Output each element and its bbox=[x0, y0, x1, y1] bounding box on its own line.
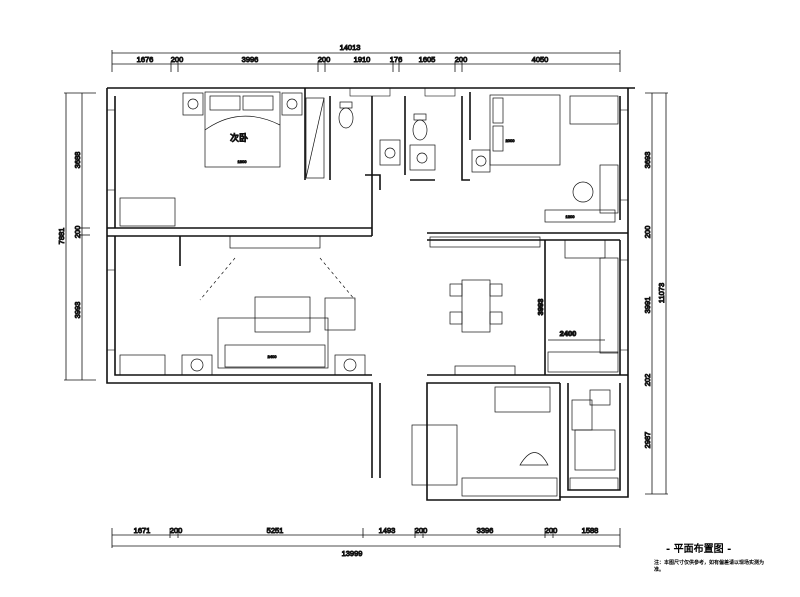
dim-right: 3991 bbox=[643, 297, 652, 314]
windows bbox=[106, 87, 629, 351]
dim-sofa: 2400 bbox=[268, 354, 278, 359]
dim-kitchen-width: 2400 bbox=[560, 329, 577, 338]
room-label-second-bedroom: 次卧 bbox=[230, 132, 248, 144]
right-dimension-lines bbox=[645, 92, 668, 495]
study-furniture bbox=[411, 386, 619, 497]
dim-right-total: 11073 bbox=[657, 283, 666, 303]
dim-top: 200 bbox=[455, 55, 468, 64]
dining-furniture bbox=[429, 236, 541, 376]
dim-bottom: 200 bbox=[415, 526, 428, 535]
cabinet bbox=[119, 197, 176, 227]
dim-bottom: 1588 bbox=[582, 526, 599, 535]
left-dimension-lines bbox=[64, 92, 96, 381]
double-bed bbox=[489, 94, 561, 166]
desk bbox=[599, 164, 619, 214]
dim-bottom: 1493 bbox=[379, 526, 396, 535]
bookshelf bbox=[411, 424, 458, 486]
bathroom-fixtures bbox=[338, 101, 436, 171]
master-bedroom-furniture bbox=[471, 94, 619, 223]
dim-right: 2987 bbox=[643, 432, 652, 449]
desk bbox=[461, 477, 558, 497]
cabinet bbox=[119, 354, 166, 376]
drawing-title: - 平面布置图 - bbox=[666, 544, 732, 555]
walls bbox=[106, 87, 635, 501]
second-bedroom-furniture bbox=[182, 91, 325, 179]
nightstand bbox=[182, 92, 204, 116]
dim-bed-length: 2000 bbox=[506, 138, 516, 143]
wardrobe bbox=[305, 97, 325, 179]
bottom-dimension-lines bbox=[111, 528, 621, 548]
tv-cabinet bbox=[229, 235, 321, 249]
desk bbox=[574, 429, 616, 471]
wardrobe bbox=[569, 95, 619, 125]
drawing-note: 注：本图尺寸仅供参考，如有偏差请以现场实测为准。 bbox=[654, 560, 765, 573]
sofa-bed bbox=[494, 386, 551, 413]
chair bbox=[519, 452, 549, 466]
side-table bbox=[181, 354, 213, 376]
sink bbox=[379, 139, 401, 166]
nightstand bbox=[471, 149, 491, 173]
dim-right: 202 bbox=[643, 374, 652, 387]
nightstand bbox=[281, 92, 303, 116]
dim-bottom: 200 bbox=[545, 526, 558, 535]
sideboard bbox=[454, 365, 516, 376]
sink bbox=[409, 144, 436, 171]
cabinet bbox=[544, 209, 616, 223]
dim-top: 1676 bbox=[137, 55, 154, 64]
dining-table bbox=[461, 279, 491, 333]
dim-top: 3996 bbox=[242, 55, 259, 64]
double-bed bbox=[204, 91, 281, 168]
dim-top: 4050 bbox=[532, 55, 549, 64]
dim-bottom: 200 bbox=[170, 526, 183, 535]
dim-dining-height: 3993 bbox=[536, 299, 545, 316]
armchair bbox=[324, 297, 356, 331]
dim-top: 200 bbox=[171, 55, 184, 64]
toilet bbox=[338, 107, 354, 129]
counter bbox=[429, 236, 541, 248]
top-dimension-lines bbox=[111, 50, 621, 72]
dim-top-total: 14013 bbox=[340, 43, 361, 52]
dim-top: 1910 bbox=[354, 55, 371, 64]
sofa bbox=[217, 317, 329, 369]
dim-left-total: 7881 bbox=[57, 228, 66, 245]
dim-bottom: 5251 bbox=[267, 526, 284, 535]
dim-top: 176 bbox=[390, 55, 403, 64]
chair bbox=[589, 389, 611, 406]
chair bbox=[572, 181, 594, 203]
dim-top: 1605 bbox=[419, 55, 436, 64]
dim-left: 3688 bbox=[73, 152, 82, 169]
dim-bed-width: 1800 bbox=[238, 159, 248, 164]
dim-right: 200 bbox=[643, 226, 652, 239]
living-room-furniture bbox=[119, 197, 366, 376]
dim-left: 200 bbox=[73, 226, 82, 239]
toilet bbox=[412, 119, 428, 141]
kitchen-fixtures bbox=[547, 239, 619, 373]
dim-left: 3993 bbox=[73, 302, 82, 319]
side-table bbox=[334, 354, 366, 376]
dim-right: 3693 bbox=[643, 152, 652, 169]
dim-bottom-total: 13999 bbox=[342, 549, 363, 558]
coffee-table bbox=[254, 296, 311, 333]
dim-bottom: 1671 bbox=[134, 526, 151, 535]
dim-top: 200 bbox=[318, 55, 331, 64]
dim-cabinet: 1200 bbox=[566, 214, 576, 219]
dim-bottom: 3396 bbox=[477, 526, 494, 535]
